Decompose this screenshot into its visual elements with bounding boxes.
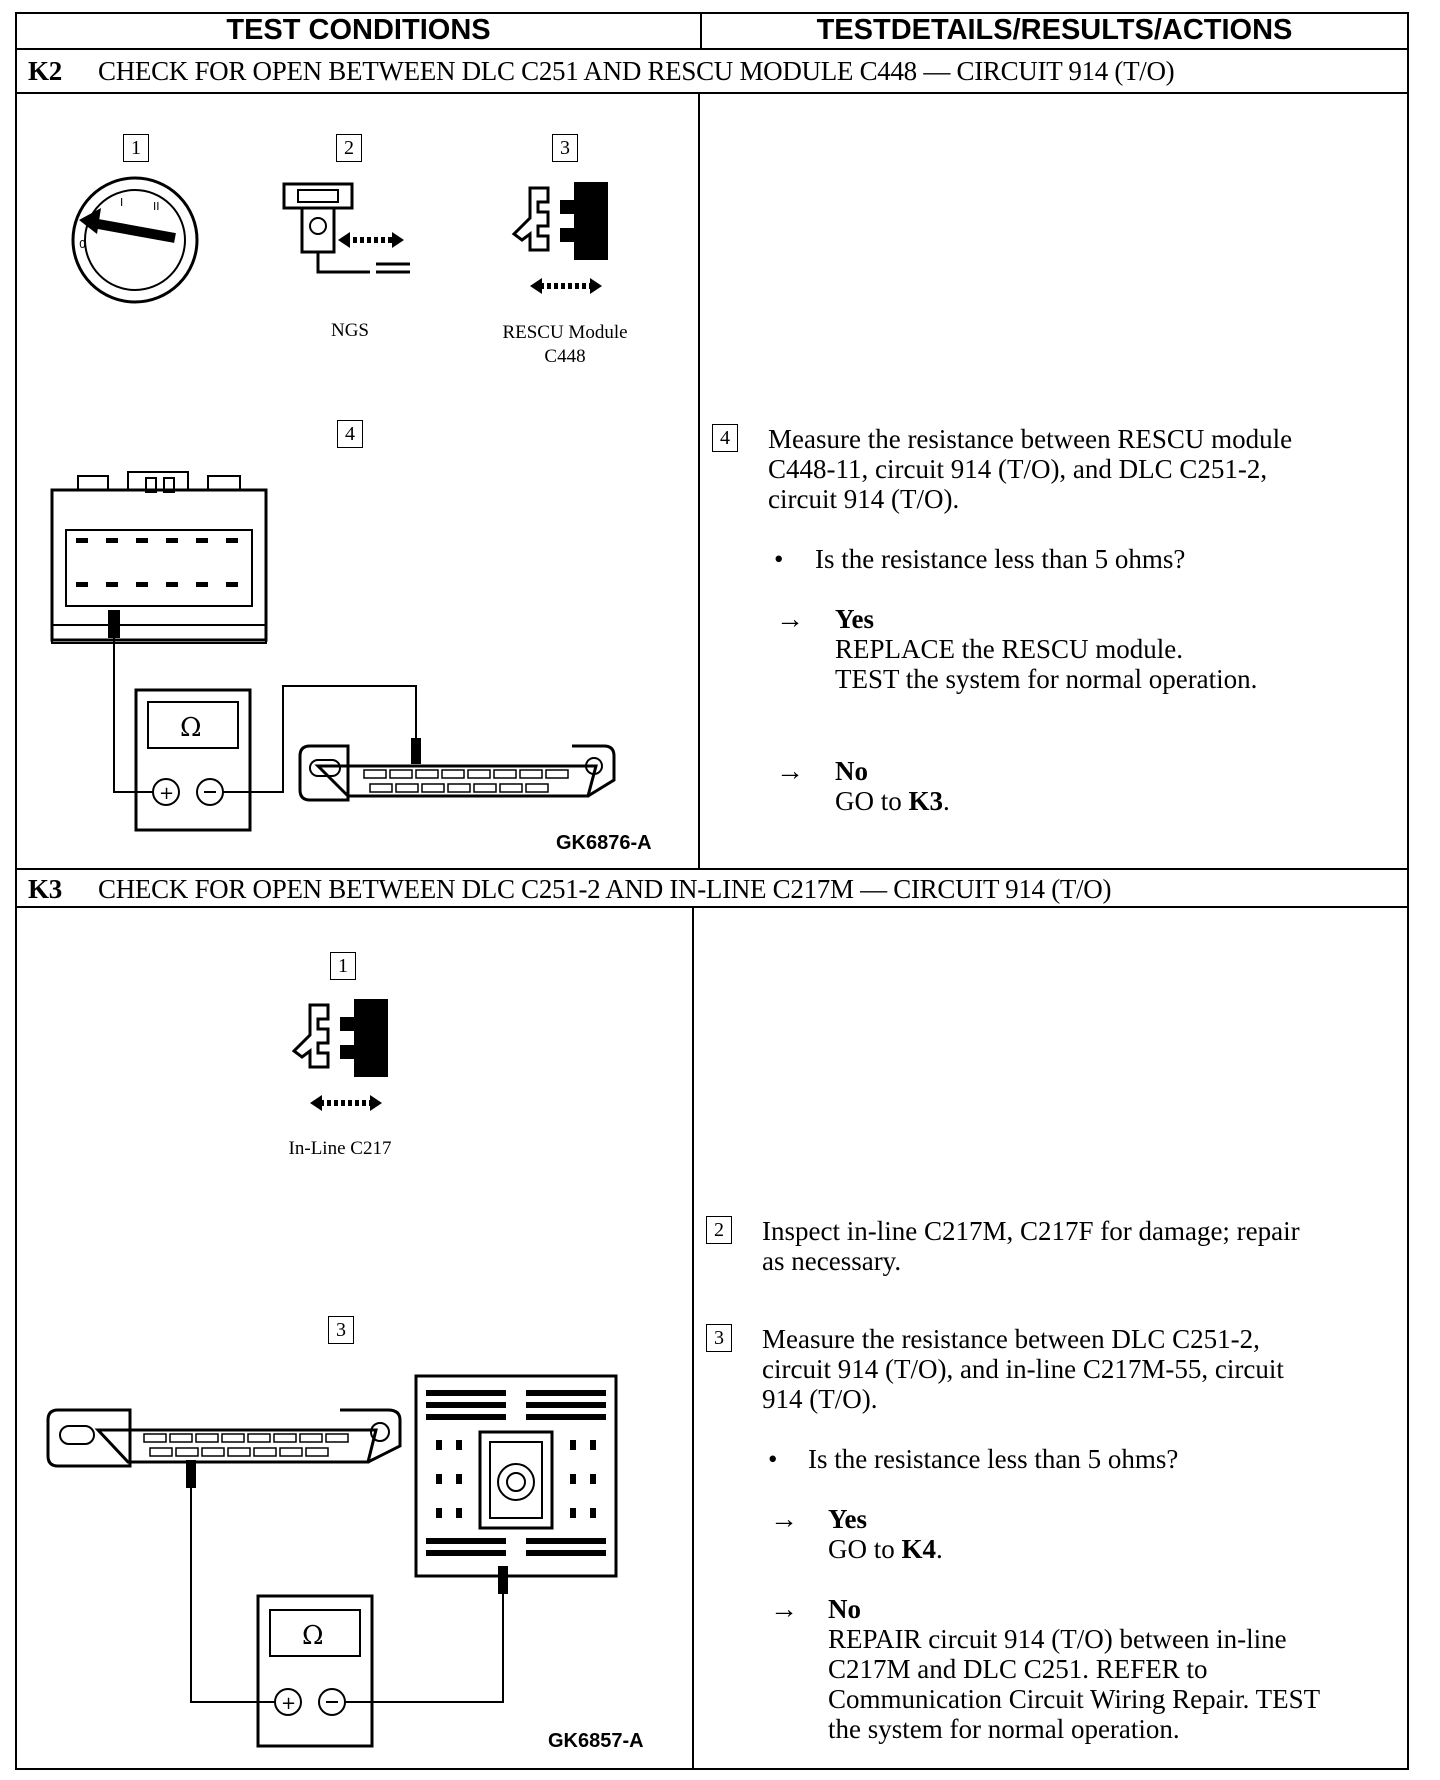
rescu-module-connector-icon xyxy=(511,182,608,294)
yes-arrow: → xyxy=(776,604,804,635)
inline-c217-label: In-Line C217 xyxy=(288,1138,392,1159)
section-id: K2 xyxy=(28,56,62,86)
k2-question: Is the resistance less than 5 ohms? xyxy=(815,544,1186,574)
yes-arrow: → xyxy=(770,1504,798,1535)
k3-yes-action: GO to K4. xyxy=(828,1534,943,1564)
section-title-text: CHECK FOR OPEN BETWEEN DLC C251-2 AND IN… xyxy=(98,874,1112,904)
figure-step-4: 4 xyxy=(337,420,363,448)
k2-instruction-line-2: C448-11, circuit 914 (T/O), and DLC C251… xyxy=(768,454,1268,484)
k3-instruction-line-1: Measure the resistance between DLC C251-… xyxy=(762,1324,1260,1354)
k2-instruction-line-3: circuit 914 (T/O). xyxy=(768,484,960,514)
ohm-symbol: Ω xyxy=(302,1621,324,1651)
k2-instruction-line-1: Measure the resistance between RESCU mod… xyxy=(768,424,1293,454)
figure-code-k2: GK6876-A xyxy=(556,832,652,854)
k3-meter-hookup-diagram: Ω + xyxy=(46,1374,618,1748)
go-to-text: GO to xyxy=(835,786,909,816)
k3-yes-label: Yes xyxy=(828,1504,867,1534)
k2-no-action: GO to K3. xyxy=(835,786,950,816)
svg-text:+: + xyxy=(159,783,174,804)
step-3-badge: 3 xyxy=(706,1324,732,1352)
svg-text:+: + xyxy=(281,1693,296,1714)
header-divider xyxy=(700,12,702,48)
k3-no-line-2: C217M and DLC C251. REFER to xyxy=(828,1654,1208,1684)
figure-step-3: 3 xyxy=(552,134,578,162)
k3-instruction-line-2: circuit 914 (T/O), and in-line C217M-55,… xyxy=(762,1354,1284,1384)
page-frame xyxy=(15,12,1409,1770)
section-title-text: CHECK FOR OPEN BETWEEN DLC C251 AND RESC… xyxy=(98,56,1175,86)
go-to-target-k3[interactable]: K3 xyxy=(908,786,944,816)
section-title-k2: K2 CHECK FOR OPEN BETWEEN DLC C251 AND RE… xyxy=(28,52,1175,90)
step-4-badge: 4 xyxy=(712,424,738,452)
period: . xyxy=(936,1534,943,1564)
k3-inspect-line-1: Inspect in-line C217M, C217F for damage;… xyxy=(762,1216,1300,1246)
column-divider xyxy=(698,92,700,868)
rule xyxy=(15,868,1409,870)
figure-step-1: 1 xyxy=(330,952,356,980)
k2-yes-line-2: TEST the system for normal operation. xyxy=(835,664,1258,694)
section-title-k3: K3 CHECK FOR OPEN BETWEEN DLC C251-2 AND … xyxy=(28,870,1111,908)
no-arrow: → xyxy=(770,1594,798,1625)
step-2-badge: 2 xyxy=(706,1216,732,1244)
go-to-target-k4[interactable]: K4 xyxy=(901,1534,937,1564)
rescu-connector-label: C448 xyxy=(544,346,586,367)
header-test-conditions: TEST CONDITIONS xyxy=(226,14,491,46)
go-to-text: GO to xyxy=(828,1534,902,1564)
period: . xyxy=(943,786,950,816)
k3-instruction-line-3: 914 (T/O). xyxy=(762,1384,878,1414)
column-divider xyxy=(692,906,694,1770)
k3-no-line-3: Communication Circuit Wiring Repair. TES… xyxy=(828,1684,1321,1714)
k2-yes-label: Yes xyxy=(835,604,874,634)
svg-text:I: I xyxy=(120,196,123,209)
k3-inspect-line-2: as necessary. xyxy=(762,1246,902,1276)
k3-no-line-4: the system for normal operation. xyxy=(828,1714,1180,1744)
figure-step-3: 3 xyxy=(328,1316,354,1344)
k2-meter-hookup-diagram: Ω + xyxy=(50,471,616,832)
ngs-label: NGS xyxy=(330,320,369,341)
inline-c217-connector-icon xyxy=(291,999,388,1111)
ignition-key-off-icon: I II 0 xyxy=(71,176,199,304)
rule xyxy=(15,92,1409,94)
svg-text:0: 0 xyxy=(79,238,86,251)
ngs-connector-icon xyxy=(282,182,410,274)
section-id: K3 xyxy=(28,874,62,904)
ohm-symbol: Ω xyxy=(180,713,202,743)
svg-text:II: II xyxy=(153,200,160,213)
k3-no-label: No xyxy=(828,1594,861,1624)
figure-step-2: 2 xyxy=(336,134,362,162)
no-arrow: → xyxy=(776,756,804,787)
bullet: • xyxy=(768,1444,778,1474)
figure-code-k3: GK6857-A xyxy=(548,1730,644,1752)
rescu-module-label: RESCU Module xyxy=(502,322,628,343)
rule xyxy=(15,48,1409,50)
figure-step-1: 1 xyxy=(123,134,149,162)
bullet: • xyxy=(774,544,784,574)
k3-no-line-1: REPAIR circuit 914 (T/O) between in-line xyxy=(828,1624,1287,1654)
k2-no-label: No xyxy=(835,756,868,786)
header-test-details: TESTDETAILS/RESULTS/ACTIONS xyxy=(816,14,1293,46)
k3-question: Is the resistance less than 5 ohms? xyxy=(808,1444,1179,1474)
rule xyxy=(15,906,1409,908)
k2-yes-line-1: REPLACE the RESCU module. xyxy=(835,634,1184,664)
